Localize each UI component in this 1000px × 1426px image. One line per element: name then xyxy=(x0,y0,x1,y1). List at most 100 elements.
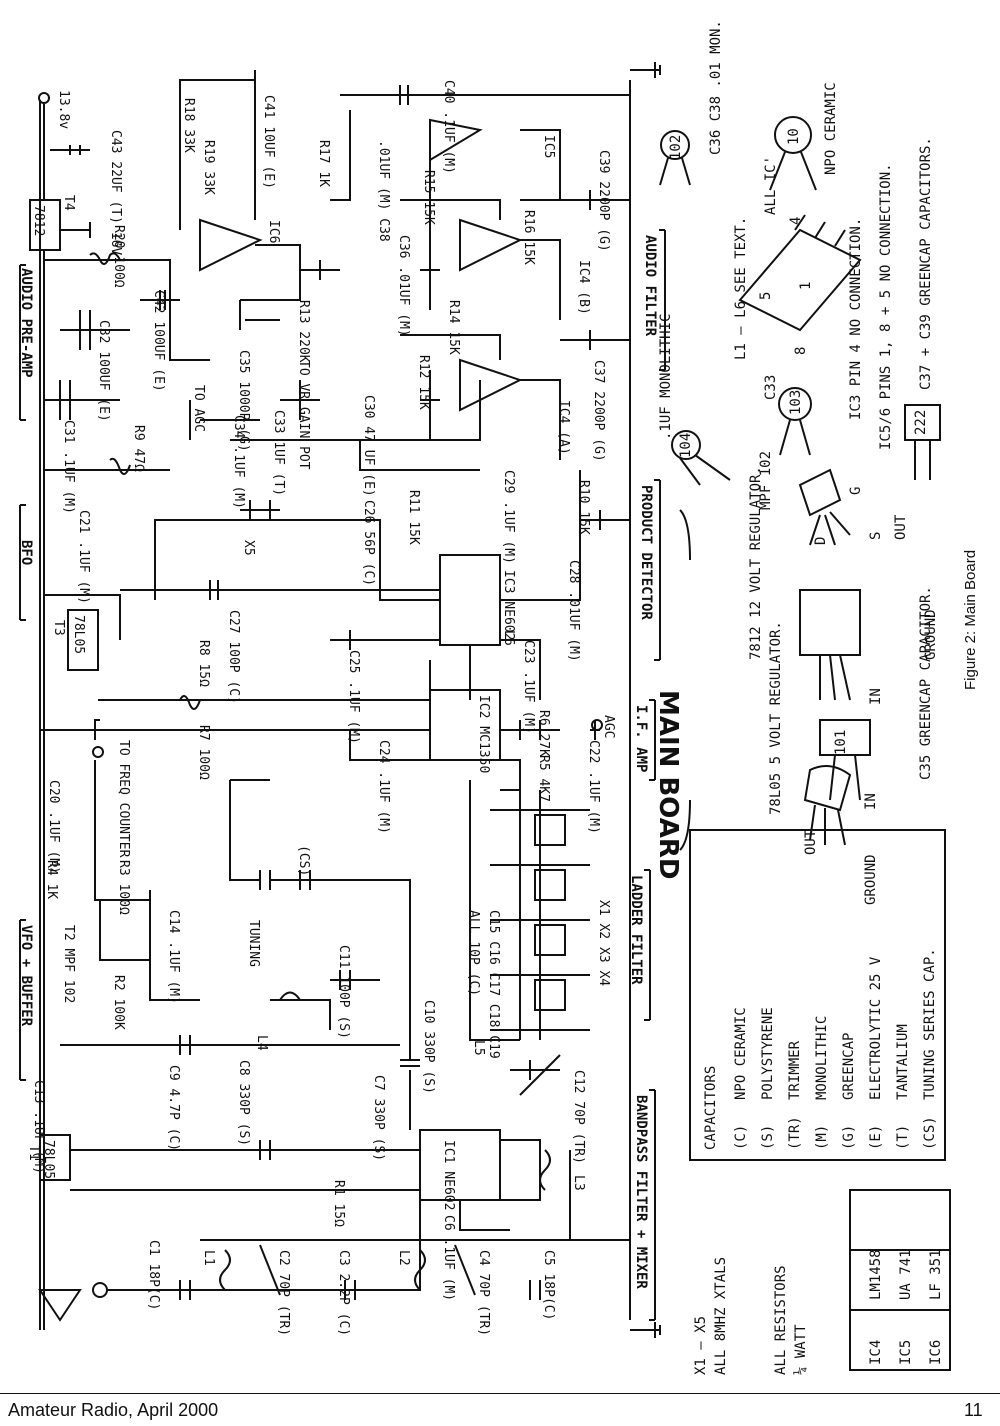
legend-code: (C) xyxy=(733,1125,749,1150)
ic-name: IC4 xyxy=(868,1340,884,1365)
t1-regulator-body xyxy=(39,1134,71,1181)
ic1-ne602-body xyxy=(419,1129,501,1201)
label-r2: R2 100K xyxy=(111,975,126,1030)
ic-legend: IC4 LM1458 IC5 UA 741 IC6 LF 351 xyxy=(868,1249,944,1365)
pin-out-78l05: OUT xyxy=(803,829,819,855)
legend-code: (T) xyxy=(895,1125,911,1150)
label-ic3: IC3 NE602 xyxy=(501,570,516,640)
label-c26: C26 56P (C) xyxy=(361,500,376,586)
ic-legend-row: IC4 LM1458 xyxy=(868,1249,884,1365)
legend-desc: ELECTROLYTIC 25 V xyxy=(868,956,884,1100)
label-c38: .01UF (M) C38 xyxy=(376,140,391,242)
reg-7812-sketch xyxy=(799,589,861,656)
block-bfo: BFO xyxy=(18,540,34,565)
ic-pin-1: 1 xyxy=(798,282,814,290)
ic3-ne602-body xyxy=(439,554,501,646)
legend-code: (S) xyxy=(760,1125,776,1150)
legend-code: (G) xyxy=(841,1125,857,1150)
label-c33: C33 1UF (T) xyxy=(271,410,286,496)
ic-name: IC6 xyxy=(928,1340,944,1365)
label-l5: L5 xyxy=(471,1040,486,1056)
c35-sketch xyxy=(819,719,871,756)
supply-terminal xyxy=(38,92,50,104)
label-l2: L2 xyxy=(396,1250,411,1266)
legend-code: (CS) xyxy=(922,1116,938,1150)
notes: L1 – L6 SEE TEXT. ALL IC' IC3 PIN 4 NO C… xyxy=(658,20,939,905)
crystal-x3 xyxy=(534,869,566,901)
label-c22: C22 .1UF (M) xyxy=(586,740,601,834)
note-npo: NPO CERAMIC xyxy=(823,82,839,175)
label-ic6: IC6 xyxy=(266,220,281,243)
label-r9: R9 47Ω xyxy=(131,425,146,472)
mark-102: 102 xyxy=(668,135,684,160)
label-to-vr: TO VR GAIN POT xyxy=(296,360,311,470)
legend-entry: (CS) TUNING SERIES CAP. xyxy=(922,948,938,1150)
legend-entry: (TR) TRIMMER xyxy=(787,1040,803,1150)
label-c10: C10 330P (S) xyxy=(421,1000,436,1094)
mark-222: 222 xyxy=(913,410,929,435)
note-c35: C35 GREENCAP CAPACITOR. xyxy=(918,586,934,780)
note-cap104: .1UF MONOLITHIC xyxy=(658,314,674,440)
label-ic4b: IC4 (B) xyxy=(576,260,591,315)
legend-entry: (E) ELECTROLYTIC 25 V xyxy=(868,956,884,1150)
label-7812: 7812 xyxy=(31,205,46,236)
label-c41: C41 10UF (E) xyxy=(261,95,276,189)
label-r1: R1 15Ω xyxy=(331,1180,346,1227)
pin-s: S xyxy=(868,532,884,540)
legend-code: (TR) xyxy=(787,1116,803,1150)
legend-desc: TANTALIUM xyxy=(895,1024,911,1100)
label-c30: C30 47 UF (E) xyxy=(361,395,376,497)
label-c36: C36 .01UF (M) xyxy=(396,235,411,337)
label-c37: C37 2200P (G) xyxy=(591,360,606,462)
freq-counter-terminal xyxy=(92,746,104,758)
label-r7: R7 100Ω xyxy=(196,725,211,780)
label-c8: C8 330P (S) xyxy=(236,1060,251,1146)
ic-package-sketch xyxy=(738,228,862,332)
inductor-l1 xyxy=(219,1249,231,1291)
pin-g: G xyxy=(848,487,864,495)
label-c34: C34 .1UF (M) xyxy=(231,415,246,509)
label-r14: R14 15K xyxy=(446,300,461,355)
ground-symbol-bottom xyxy=(630,1322,661,1338)
label-r10: R10 15K xyxy=(576,480,591,535)
crystal-x2 xyxy=(534,924,566,956)
label-r5: R5 4K7 xyxy=(536,755,551,802)
inductor-l2 xyxy=(414,1249,426,1291)
label-cs: (CS) xyxy=(296,845,311,876)
label-r20: R20 100Ω xyxy=(111,225,126,288)
label-to-agc: TO AGC xyxy=(191,385,206,432)
resistor-note-line1: ALL RESISTORS xyxy=(773,1265,789,1375)
reg-78l05-sketch xyxy=(803,765,852,812)
crystal-x1 xyxy=(534,979,566,1011)
label-c32: C32 100UF (E) xyxy=(96,320,111,422)
note-greencap: C37 + C39 GREENCAP CAPACITORS. xyxy=(918,137,934,390)
ground-symbol-top xyxy=(630,62,661,78)
pin-ground-78l05: GROUND xyxy=(863,854,879,905)
label-c13: C13 .1UF (M) xyxy=(31,1080,46,1174)
legend-code: (E) xyxy=(868,1125,884,1150)
label-c14: C14 .1UF (M) xyxy=(166,910,181,1004)
label-c12: C12 70P (TR) xyxy=(571,1070,586,1164)
supply-voltage: 13.8v xyxy=(56,90,71,129)
ic-part: LF 351 xyxy=(928,1249,944,1300)
ic-part: LM1458 xyxy=(868,1249,884,1300)
ic4a-opamp xyxy=(459,358,523,412)
label-l6: L6 xyxy=(501,630,516,646)
legend-desc: MONOLITHIC xyxy=(814,1016,830,1100)
note-c33: C33 xyxy=(763,375,779,400)
note-ic56: IC5/6 PINS 1, 8 + 5 NO CONNECTION. xyxy=(878,163,894,450)
ic4b-opamp xyxy=(459,218,523,272)
legend-desc: NPO CERAMIC xyxy=(733,1007,749,1100)
legend-entry: (C) NPO CERAMIC xyxy=(733,1007,749,1150)
mpf102-sketch xyxy=(798,468,842,517)
antenna-symbol xyxy=(38,1289,82,1322)
block-titles: AUDIO PRE-AMP BFO VFO + BUFFER AUDIO FIL… xyxy=(18,235,658,1289)
capacitor-legend-box xyxy=(689,829,946,1161)
block-vfo-buffer: VFO + BUFFER xyxy=(18,925,34,1027)
footer-page-number: 11 xyxy=(964,1400,983,1420)
label-c3: C3 2.2P (C) xyxy=(336,1250,351,1336)
pin-in-78l05: IN xyxy=(863,793,879,810)
label-agc: AGC xyxy=(601,715,616,738)
pin-ground-7812: GROUND xyxy=(923,609,939,660)
label-c15-19: C15 C16 C17 C18 C19 xyxy=(486,910,501,1059)
